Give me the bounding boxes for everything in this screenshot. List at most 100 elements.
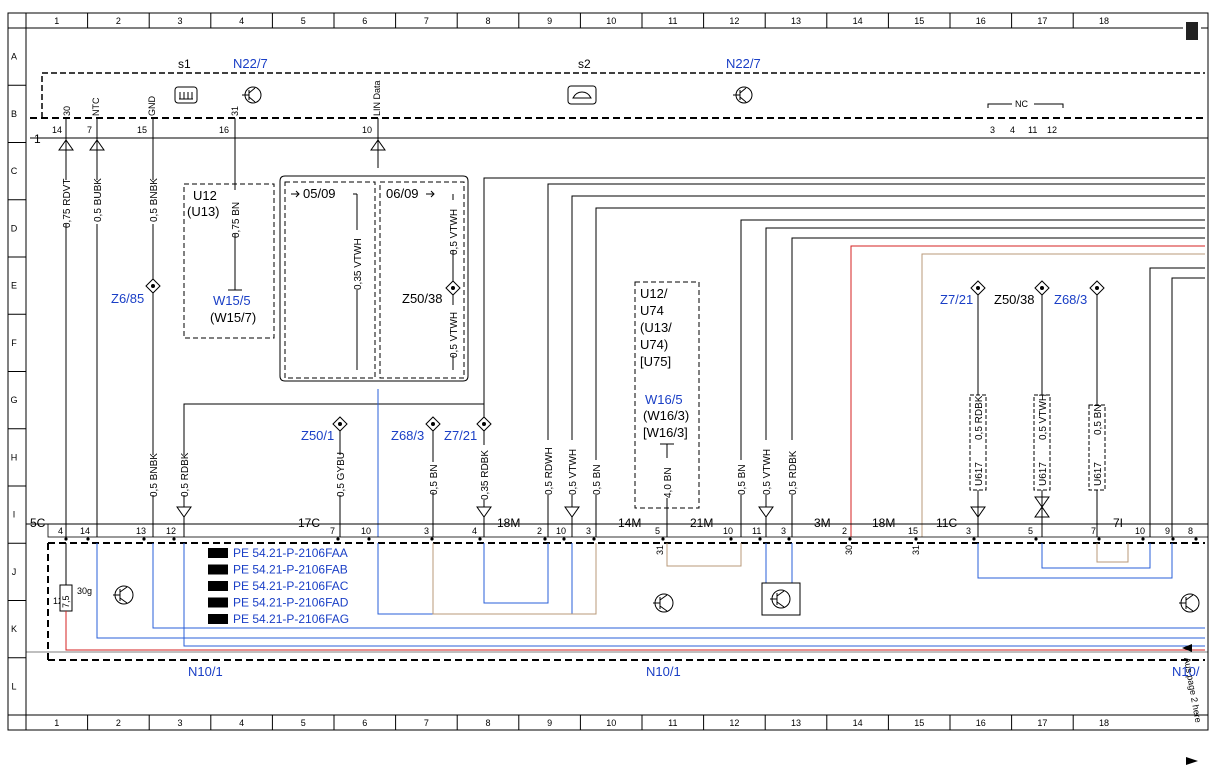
wire-label: 0,5 GYBU [336,452,347,497]
wire-label: 0,5 VTWH [449,209,460,255]
grid-col-label: 9 [547,16,552,26]
variant-box [279,175,469,382]
heater-icon [174,86,198,104]
transistor-icon [733,86,753,104]
grid-row-label: A [11,52,17,62]
car-icon [567,85,597,105]
component-w16-5[interactable]: W16/5 [645,392,683,407]
wire-label: 0,75 BN [231,202,242,238]
splice-z68-3[interactable]: Z68/3 [391,428,424,443]
wire-label: 0,5 VTWH [568,449,579,495]
connector-pin: 5 [1028,526,1033,536]
grid-col-label: 3 [177,718,182,728]
connector-pin: 8 [1188,526,1193,536]
transistor-icon [770,589,791,609]
grid-col-label: 5 [301,718,306,728]
splice-z6-85[interactable]: Z6/85 [111,291,144,306]
splice-z50-1[interactable]: Z50/1 [301,428,334,443]
connector-pin: 12 [53,596,63,606]
label-u13: (U13) [187,204,220,219]
reference-link[interactable]: PE 54.21-P-2106FAB [208,563,348,577]
pin-name-ntc: NTC [91,97,101,116]
grid-row-label: J [12,567,17,577]
grid-row-label: I [13,510,16,520]
connector-pin: 11 [752,526,761,536]
component-n10-1-a[interactable]: N10/1 [188,664,223,679]
connector-pin: 3 [424,526,429,536]
reference-link[interactable]: PE 54.21-P-2106FAA [208,546,348,560]
reference-label[interactable]: PE 54.21-P-2106FAC [233,579,349,593]
grid-col-label: 18 [1099,16,1109,26]
label-u13b: (U13/ [640,320,672,335]
splice-z68-3b[interactable]: Z68/3 [1054,292,1087,307]
grid-col-label: 16 [976,718,986,728]
transistor-icon [653,593,674,613]
pin-15: 15 [137,125,147,135]
wire-label: 0,5 RDBK [788,450,799,495]
date-label-2: 06/09 [386,186,419,201]
connector-1-label: 1 [34,132,41,146]
grid-col-label: 18 [1099,718,1109,728]
reference-link[interactable]: PE 54.21-P-2106FAC [208,579,349,593]
connector-pin: 10 [723,526,733,536]
reference-label[interactable]: PE 54.21-P-2106FAA [233,546,348,560]
wire-label: 0,75 RDVT [62,179,73,228]
pin-7: 7 [87,125,92,135]
pin-12: 12 [1047,125,1057,135]
component-s1: s1 [178,57,191,71]
component-s2: s2 [578,57,591,71]
hand-pointer-icon [208,581,228,591]
wire-label: 0,5 BNBK [149,178,160,222]
connector-pin: 4 [58,526,63,536]
grid-row-label: D [11,223,18,233]
grid-col-label: 1 [54,16,59,26]
grid-col-label: 2 [116,16,121,26]
label-u74b: U74) [640,337,668,352]
pin-name-30: 30 [62,106,72,116]
connector-pin: 3 [966,526,971,536]
connector-7i: 7I [1113,516,1123,530]
page-note: Aus page 2 here [1182,657,1203,724]
connector-pin: 14 [80,526,90,536]
connector-pin: 31 [655,545,665,555]
wire-label: 0,5 RDBK [974,395,985,440]
connector-11c: 11C [936,516,957,530]
grid-row-label: G [10,395,17,405]
connector-18m-b: 18M [872,516,895,530]
grid-col-label: 17 [1037,16,1047,26]
connector-pin: 15 [908,526,918,536]
wire-label: 0,35 RDBK [480,450,491,500]
grid-row-label: H [11,452,18,462]
component-w15-5[interactable]: W15/5 [213,293,251,308]
component-n10-1-b[interactable]: N10/1 [646,664,681,679]
reference-label[interactable]: PE 54.21-P-2106FAD [233,596,349,610]
component-n22-7-a[interactable]: N22/7 [233,56,268,71]
pin-3: 3 [990,125,995,135]
date-label-1: 05/09 [303,186,336,201]
grid-col-label: 14 [853,16,863,26]
top-module-border [41,72,1205,118]
transistor-icon [113,585,134,605]
reference-label[interactable]: PE 54.21-P-2106FAB [233,563,348,577]
pin-name-gnd: GND [147,96,157,117]
connector-18m: 18M [497,516,520,530]
connector-pin: 10 [556,526,566,536]
connector-pin: 4 [472,526,477,536]
component-n22-7-b[interactable]: N22/7 [726,56,761,71]
splice-z7-21[interactable]: Z7/21 [444,428,477,443]
pen-icon [1186,22,1198,40]
reference-label[interactable]: PE 54.21-P-2106FAG [233,612,349,626]
u617-label: U617 [1093,462,1104,486]
splice-z7-21b[interactable]: Z7/21 [940,292,973,307]
reference-link[interactable]: PE 54.21-P-2106FAG [208,612,349,626]
grid-col-label: 12 [729,718,739,728]
pin-4: 4 [1010,125,1015,135]
hand-pointer-icon [208,614,228,624]
hand-pointer-icon [208,564,228,575]
label-w16-3: (W16/3) [643,408,689,423]
reference-link[interactable]: PE 54.21-P-2106FAD [208,596,349,610]
grid-col-label: 15 [914,718,924,728]
component-n10-1-c[interactable]: N10/ [1172,664,1200,679]
wire-label: 0,5 VTWH [762,449,773,495]
connector-17c: 17C [298,516,320,530]
